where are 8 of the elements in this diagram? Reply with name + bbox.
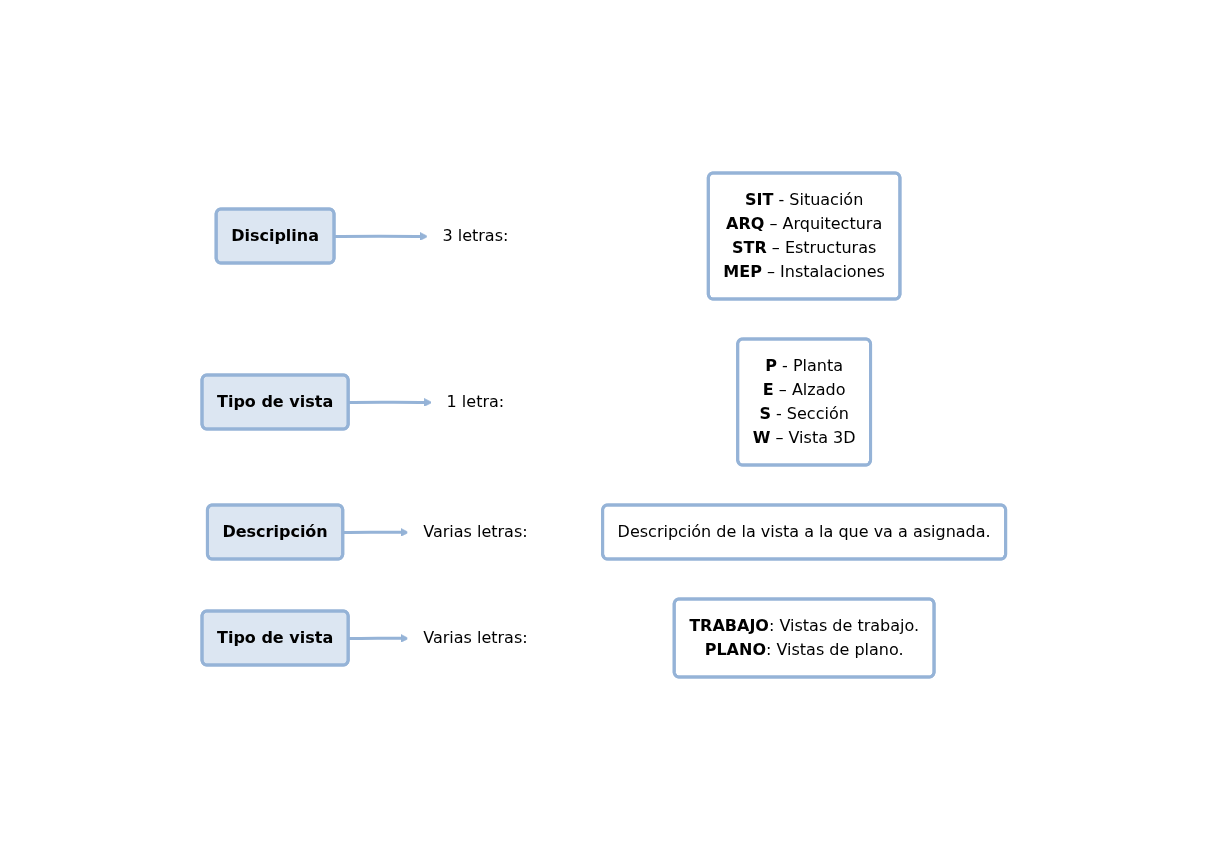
arrow	[348, 633, 409, 643]
arrow	[348, 398, 433, 407]
node-text: 3 letras:	[442, 226, 509, 245]
arrow	[334, 232, 428, 241]
node-text: Varias letras:	[422, 628, 528, 647]
arrow	[342, 527, 409, 537]
node-text: 1 letra:	[446, 392, 504, 411]
node-text: Varias letras:	[422, 522, 528, 541]
